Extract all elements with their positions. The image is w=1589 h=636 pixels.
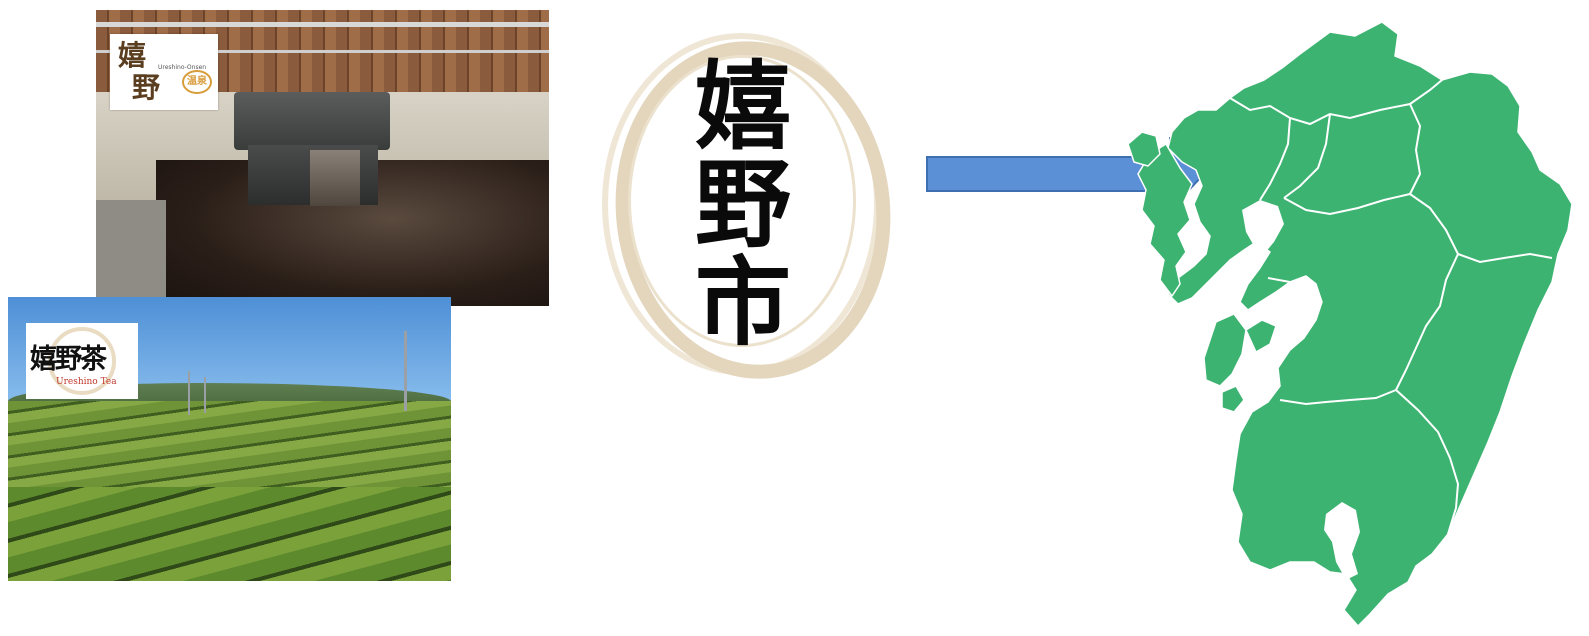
amakusa-island-small	[1245, 319, 1277, 353]
city-glyph-3: 市	[695, 246, 791, 359]
ariake-sea	[1242, 200, 1284, 270]
tea-logo-subtitle: Ureshino Tea	[56, 377, 117, 387]
amakusa-island	[1203, 313, 1247, 387]
handrail-lower	[96, 50, 549, 53]
frost-fan-pole	[404, 331, 407, 411]
kyushu-mainland	[1167, 21, 1573, 627]
onsen-logo-kanji-1: 嬉	[118, 39, 147, 72]
prefecture-borders	[1229, 79, 1553, 535]
city-glyph-1: 嬉	[695, 50, 791, 163]
kyushu-map-icon	[1127, 21, 1573, 627]
tea-logo: 嬉野茶 Ureshino Tea	[26, 323, 138, 399]
onsen-logo-seal: 温泉	[182, 70, 212, 94]
brush-circle-outer	[602, 33, 880, 375]
tea-rows-foreground	[8, 487, 451, 581]
frost-fan-pole	[188, 371, 190, 415]
onsen-logo: 嬉 野 Ureshino-Onsen 温泉	[110, 34, 218, 110]
nagasaki-small-lobe	[1127, 131, 1161, 167]
stone-corner	[96, 200, 166, 306]
kagoshima-bay	[1324, 502, 1360, 580]
water-spout	[310, 150, 360, 206]
city-calligraphy-logo: 嬉 野 市	[598, 27, 907, 393]
tea-logo-ring	[48, 327, 116, 395]
onsen-photo: 嬉 野 Ureshino-Onsen 温泉	[96, 10, 549, 306]
stone-basin	[234, 92, 390, 150]
tea-field-photo: 嬉野茶 Ureshino Tea	[8, 297, 451, 581]
handrail	[96, 22, 549, 27]
nagasaki-peninsula	[1137, 143, 1193, 297]
onsen-logo-subtitle: Ureshino-Onsen	[158, 64, 207, 71]
tea-logo-kanji: 嬉野茶	[30, 344, 107, 375]
brush-circle-inner	[628, 55, 856, 347]
frost-fan-pole	[204, 377, 206, 413]
city-glyph-2: 野	[695, 148, 791, 261]
koshiki-island	[1221, 385, 1245, 413]
onsen-logo-kanji-2: 野	[132, 71, 161, 104]
